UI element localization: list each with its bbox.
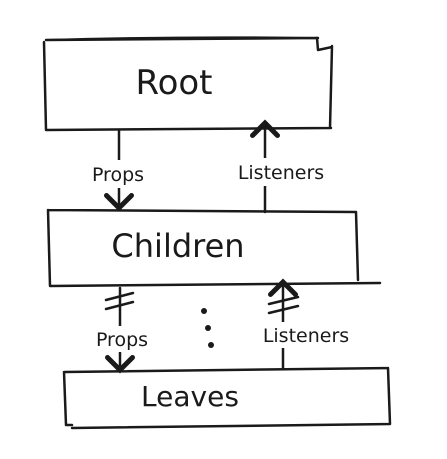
children-box-outline <box>46 208 382 288</box>
children-node: Children <box>46 208 382 288</box>
ellipsis-dot-2 <box>205 325 211 331</box>
edge-children-root-listeners: Listeners <box>224 119 338 214</box>
listeners-label-1: Listeners <box>238 162 324 184</box>
props-break-mark <box>104 291 135 311</box>
root-box-top-stroke <box>45 36 319 41</box>
ellipsis-dot-1 <box>201 308 207 314</box>
ellipsis-dot-3 <box>208 342 214 348</box>
leaves-box-outline <box>62 366 392 430</box>
edge-leaves-children-listeners: Listeners <box>256 278 360 370</box>
root-node: Root <box>42 36 334 132</box>
listeners-label-2: Listeners <box>263 325 349 347</box>
props-label-bg-2 <box>88 326 156 352</box>
props-label-bg-1 <box>82 160 160 188</box>
edge-children-leaves-props: Props <box>88 286 156 374</box>
children-label: Children <box>111 227 244 265</box>
props-label-2: Props <box>96 329 148 351</box>
listeners-label-bg-2 <box>256 322 360 348</box>
root-box-outline <box>42 36 334 132</box>
listeners-label-bg-1 <box>224 158 338 186</box>
leaves-node: Leaves <box>62 366 392 430</box>
listeners-break-mark <box>267 295 300 315</box>
root-label: Root <box>135 63 212 103</box>
ellipsis-dots <box>201 308 214 348</box>
props-label-1: Props <box>92 164 144 186</box>
edge-root-children-props: Props <box>82 129 160 212</box>
leaves-label: Leaves <box>141 380 239 413</box>
